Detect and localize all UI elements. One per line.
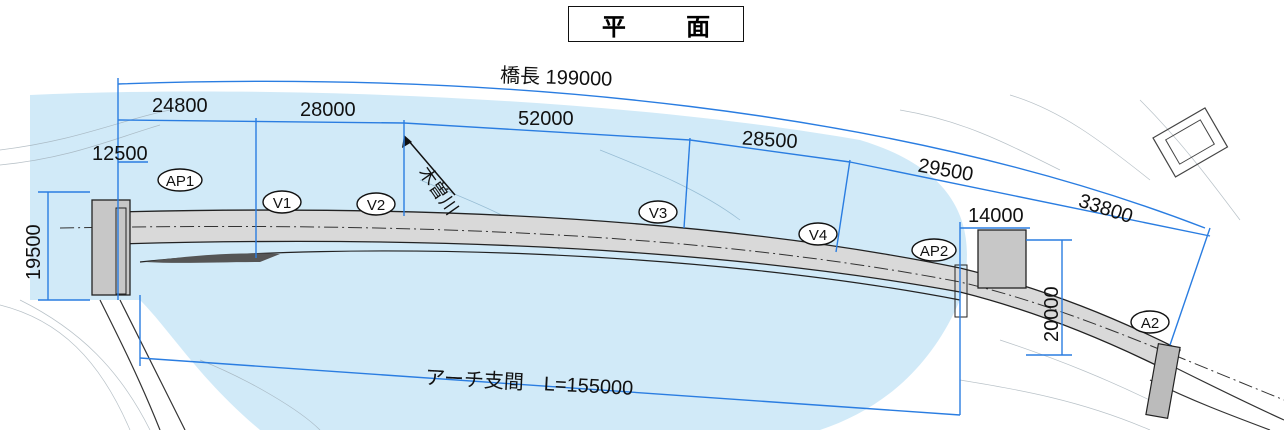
span-52000: 52000	[518, 108, 574, 130]
label-ap1: AP1	[157, 168, 203, 192]
svg-text:AP1: AP1	[166, 173, 194, 190]
ap2-bearing	[954, 264, 968, 318]
width-20000: 20000	[1041, 286, 1063, 342]
svg-text:AP2: AP2	[920, 243, 948, 260]
label-a2: A2	[1130, 310, 1170, 334]
terrain-contours	[0, 94, 1241, 430]
svg-text:V3: V3	[649, 205, 667, 222]
label-v1: V1	[262, 190, 302, 214]
abutment-hatch	[145, 253, 280, 263]
svg-text:V2: V2	[367, 197, 385, 214]
svg-text:V4: V4	[809, 227, 827, 244]
plan-title: 平 面	[568, 6, 744, 42]
span-12500: 12500	[92, 143, 148, 165]
span-24800: 24800	[152, 95, 208, 117]
svg-text:V1: V1	[273, 195, 291, 212]
label-v3: V3	[638, 200, 678, 224]
building-inner	[1164, 119, 1216, 165]
center-line	[59, 225, 1284, 401]
span-28000: 28000	[300, 99, 356, 121]
bridge-length-label: 橋長 199000	[500, 64, 613, 91]
a2-abutment	[1145, 342, 1181, 420]
span-33800: 33800	[1076, 190, 1136, 228]
ap1-abutment	[91, 199, 131, 296]
width-19500: 19500	[23, 224, 45, 280]
river-flow-arrow	[407, 139, 456, 196]
building-outline	[1152, 107, 1229, 178]
label-ap2: AP2	[911, 238, 957, 262]
dimension-lines	[38, 78, 1211, 416]
river-water	[30, 91, 967, 430]
label-v2: V2	[356, 192, 396, 216]
span-28500: 28500	[741, 127, 798, 153]
label-v4: V4	[798, 222, 838, 246]
svg-text:A2: A2	[1141, 315, 1159, 332]
ap1-bearing	[115, 207, 127, 295]
width-14000: 14000	[968, 205, 1024, 227]
ap2-block	[977, 229, 1027, 289]
